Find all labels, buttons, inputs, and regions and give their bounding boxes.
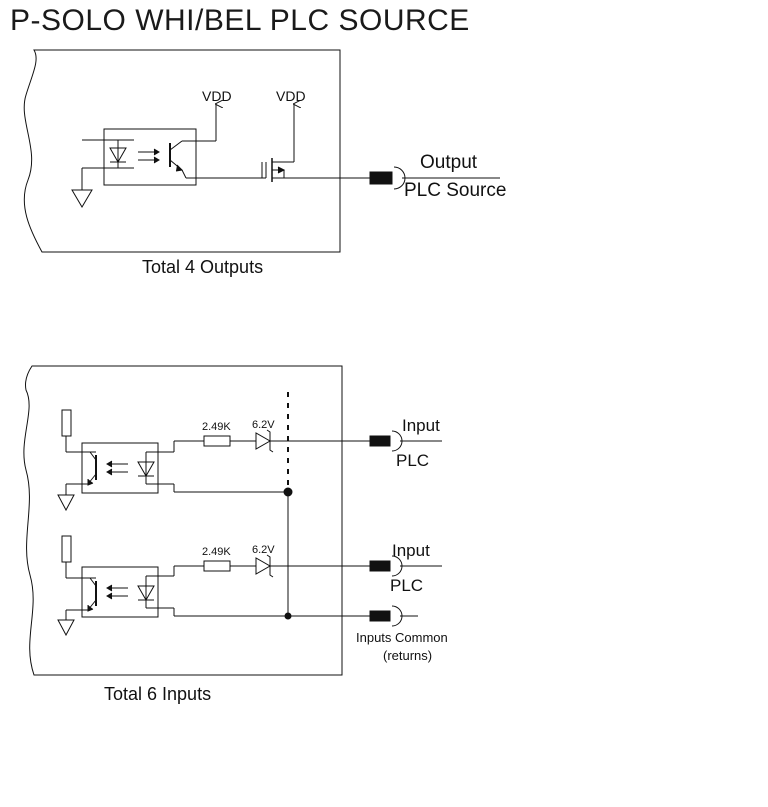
output-ground-icon	[71, 189, 93, 208]
input-caption: Total 6 Inputs	[104, 684, 211, 704]
channel-2-zener-icon	[255, 557, 272, 575]
output-optocoupler	[103, 128, 197, 186]
channel-1-plc-label: PLC	[396, 451, 429, 470]
channel-1-ground-icon	[57, 494, 75, 512]
channel-2-zener-label: 6.2V	[252, 544, 275, 556]
input-circuit	[23, 365, 442, 676]
channel-1-optocoupler	[81, 442, 159, 494]
channel-2-series-resistor	[203, 560, 231, 572]
channel-2-input-label: Input	[392, 541, 430, 560]
output-connector-icon	[369, 171, 393, 185]
channel-1-zener-label: 6.2V	[252, 419, 275, 431]
inputs-common-label: Inputs Common	[356, 630, 448, 645]
output-vdd-left-label: VDD	[202, 88, 232, 104]
channel-1-series-resistor	[203, 435, 231, 447]
channel-2-pullup-resistor	[61, 535, 72, 563]
returns-label: (returns)	[383, 648, 432, 663]
channel-2-resistor-label: 2.49K	[202, 546, 231, 558]
channel-2-ground-icon	[57, 619, 75, 637]
channel-2-optocoupler	[81, 566, 159, 618]
input-enclosure	[23, 365, 343, 676]
output-vdd-right-label: VDD	[276, 88, 306, 104]
channel-2-plc-label: PLC	[390, 576, 423, 595]
channel-2-led-icon	[137, 585, 155, 602]
output-caption: Total 4 Outputs	[142, 257, 263, 277]
channel-1-connector-icon	[369, 435, 391, 447]
channel-1-input-label: Input	[402, 416, 440, 435]
output-circuit	[23, 49, 500, 253]
channel-1-led-icon	[137, 461, 155, 478]
output-enclosure	[23, 49, 341, 253]
channel-1-zener-icon	[255, 432, 272, 450]
channel-1-resistor-label: 2.49K	[202, 421, 231, 433]
common-connector-icon	[369, 610, 391, 622]
output-label: Output	[420, 152, 478, 173]
channel-2-connector-icon	[369, 560, 391, 572]
output-led-icon	[109, 147, 127, 164]
plc-source-label: PLC Source	[404, 180, 506, 201]
page-title: P-SOLO WHI/BEL PLC SOURCE	[10, 4, 470, 37]
channel-1-pullup-resistor	[61, 409, 72, 437]
